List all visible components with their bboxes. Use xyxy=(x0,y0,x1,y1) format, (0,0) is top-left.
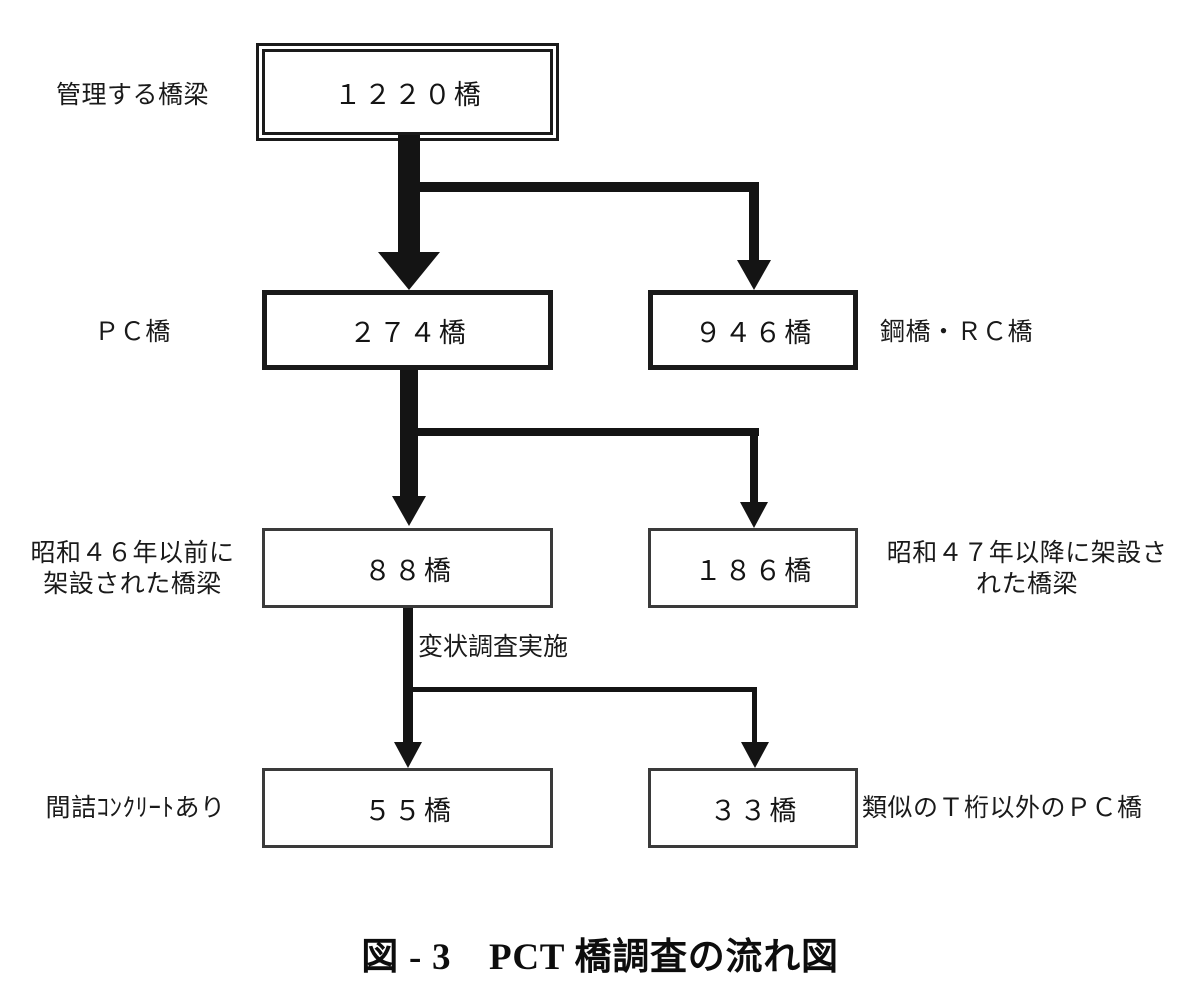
figure-caption: 図 - 3 PCT 橋調査の流れ図 xyxy=(361,937,839,978)
connector-2-branch-horizontal xyxy=(409,428,759,436)
node-with-infill-concrete-value: ５５橋 xyxy=(364,795,454,826)
label-before-showa46: 昭和４６年以前に 架設された橋梁 xyxy=(30,539,235,599)
node-steel-rc-bridges: ９４６橋 xyxy=(648,290,858,370)
node-pc-bridges-value: ２７４橋 xyxy=(349,317,469,348)
edge-label-survey: 変状調査実施 xyxy=(418,633,569,661)
label-other-pc-bridges: 類似のＴ桁以外のＰＣ橋 xyxy=(862,794,1143,822)
connector-1-stem xyxy=(398,135,420,257)
arrowhead-to-before-s46 xyxy=(392,496,426,526)
label-after-showa47: 昭和４７年以降に架設さ れた橋梁 xyxy=(886,539,1168,599)
node-pc-bridges: ２７４橋 xyxy=(262,290,553,370)
arrowhead-to-with-infill xyxy=(394,742,422,768)
node-other-pc-bridges-value: ３３橋 xyxy=(709,795,800,826)
node-before-showa46-value: ８８橋 xyxy=(364,555,454,586)
arrowhead-to-steel-rc xyxy=(737,260,771,290)
connector-3-stem xyxy=(403,608,413,748)
node-total-bridges-value: １２２０橋 xyxy=(334,79,484,110)
label-steel-rc-bridge: 鋼橋・ＲＣ橋 xyxy=(880,318,1034,346)
connector-1-branch-horizontal xyxy=(409,182,759,192)
node-after-showa47: １８６橋 xyxy=(648,528,858,608)
node-other-pc-bridges: ３３橋 xyxy=(648,768,858,848)
arrowhead-to-other-pc xyxy=(741,742,769,768)
connector-3-branch-horizontal xyxy=(409,687,757,692)
label-pc-bridge: ＰＣ橋 xyxy=(94,318,171,346)
node-before-showa46: ８８橋 xyxy=(262,528,553,608)
node-with-infill-concrete: ５５橋 xyxy=(262,768,553,848)
node-total-bridges: １２２０橋 xyxy=(256,43,559,141)
connector-3-branch-stem xyxy=(752,687,757,745)
arrowhead-to-after-s47 xyxy=(740,502,768,528)
label-managed-bridges: 管理する橋梁 xyxy=(55,81,209,109)
connector-2-branch-stem xyxy=(750,428,758,506)
arrowhead-to-pc xyxy=(378,252,440,290)
label-with-infill-concrete: 間詰ｺﾝｸﾘｰﾄあり xyxy=(45,794,226,822)
node-steel-rc-bridges-value: ９４６橋 xyxy=(694,317,815,348)
connector-1-branch-stem xyxy=(749,182,759,263)
node-after-showa47-value: １８６橋 xyxy=(694,555,815,586)
